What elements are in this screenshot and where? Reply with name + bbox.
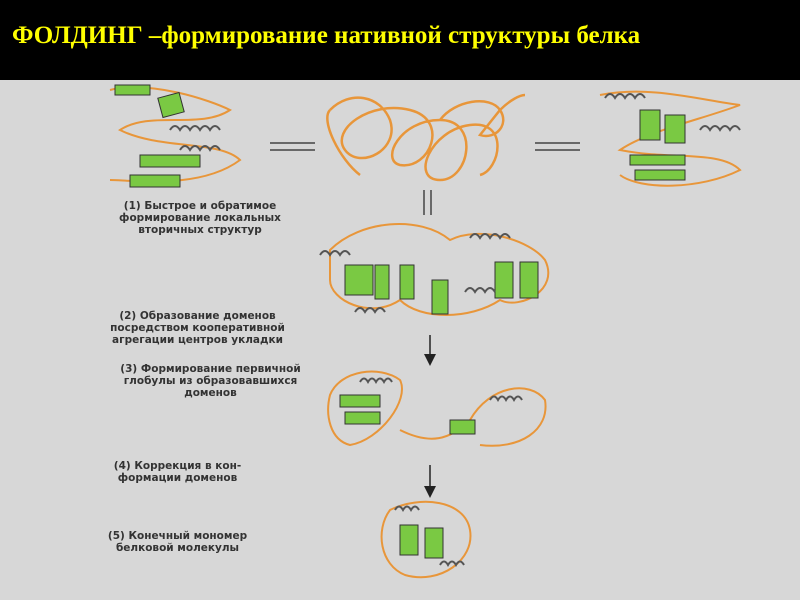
equilibrium-arrow-right [535,142,580,151]
stage-5-label: (5) Конечный мономер белковой молекулы [107,530,248,554]
primary-globule [327,370,547,447]
stage-4-label: (4) Коррекция в кон- формации доменов [113,460,242,484]
page-title: ФОЛДИНГ –формирование нативной структуры… [12,22,640,50]
local-structure-right [599,90,742,187]
unfolded-chain [326,93,526,182]
stage-1-label: (1) Быстрое и обратимое формирование лок… [119,200,281,236]
local-structure-left [109,84,242,188]
stage-3-label: (3) Формирование первичной глобулы из об… [120,363,301,399]
diagram-canvas [0,80,800,600]
title-bar: ФОЛДИНГ –формирование нативной структуры… [0,0,800,80]
equilibrium-arrow-left [270,142,315,151]
domain-cluster [319,223,550,316]
title-lead: ФОЛДИНГ – [12,22,162,49]
helix [169,125,221,132]
title-rest: формирование нативной структуры белка [161,22,641,49]
strand [114,84,151,96]
equilibrium-arrow-down [423,190,432,215]
native-monomer [380,500,472,579]
stage-2-label: (2) Образование доменов посредством кооп… [110,310,285,346]
